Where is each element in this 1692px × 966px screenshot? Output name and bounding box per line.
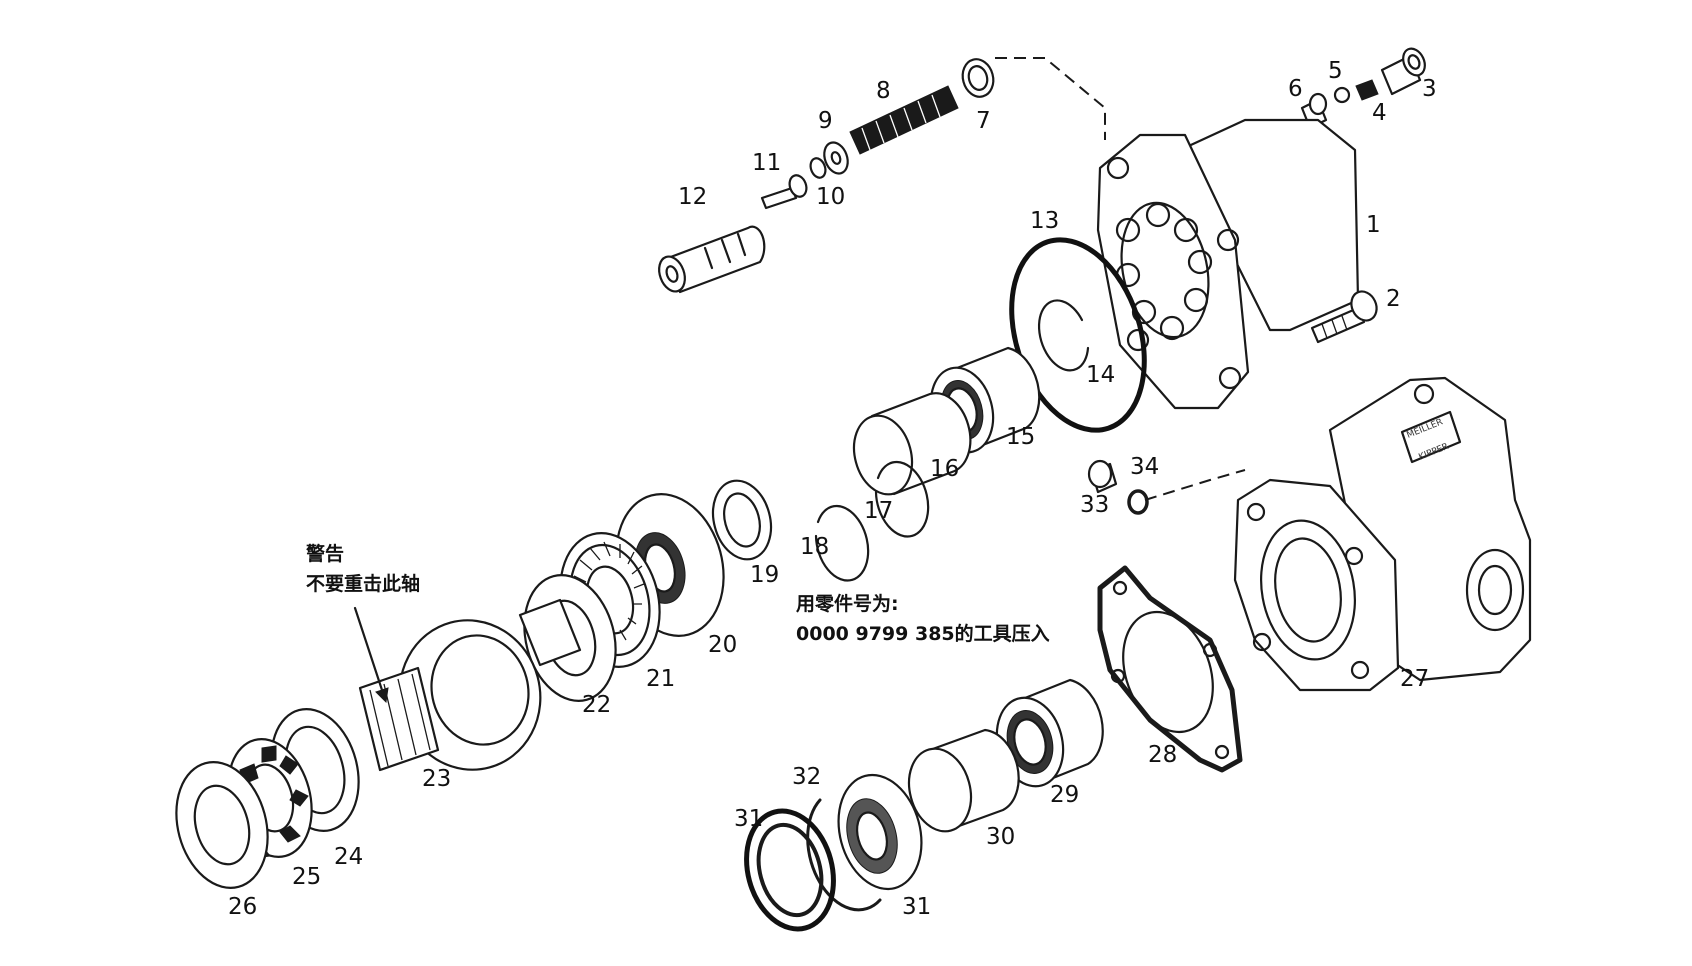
- label-part-13: 13: [1030, 208, 1059, 234]
- label-part-32: 32: [792, 764, 821, 790]
- label-part-18: 18: [800, 534, 829, 560]
- part-26-thrust-washer: [175, 761, 269, 889]
- warning-text: 不要重击此轴: [306, 572, 420, 595]
- label-part-3: 3: [1422, 76, 1437, 102]
- label-part-31-upper: 31: [734, 806, 763, 832]
- label-part-19: 19: [750, 562, 779, 588]
- label-part-24: 24: [334, 844, 363, 870]
- label-part-21: 21: [646, 666, 675, 692]
- label-part-5: 5: [1328, 58, 1343, 84]
- label-part-7: 7: [976, 108, 991, 134]
- part-9-washer: [823, 141, 849, 175]
- label-part-27: 27: [1400, 666, 1429, 692]
- label-part-31-lower: 31: [902, 894, 931, 920]
- part-3-connector: [1380, 47, 1426, 96]
- part-19-spacer: [711, 479, 773, 561]
- tool-note-line1: 用零件号为:: [796, 592, 899, 615]
- part-5-ball: [1333, 86, 1351, 104]
- part-27-pump-housing: MEILLER KIPPER: [1233, 376, 1532, 692]
- part-11-pin: [760, 174, 808, 210]
- part-1-end-cover: [1096, 118, 1360, 410]
- label-part-26: 26: [228, 894, 257, 920]
- part-7-seal-ring: [961, 58, 995, 98]
- part-4-spring: [1355, 79, 1379, 101]
- label-part-10: 10: [816, 184, 845, 210]
- part-30-sleeve: [907, 728, 1020, 833]
- part-17-snap-ring: [874, 460, 930, 538]
- tool-note-line2: 0000 9799 385的工具压入: [796, 622, 1050, 645]
- label-part-11: 11: [752, 150, 781, 176]
- part-14-circlip: [1037, 299, 1090, 372]
- label-part-33: 33: [1080, 492, 1109, 518]
- guide-line-right: [1144, 469, 1246, 501]
- label-part-9: 9: [818, 108, 833, 134]
- label-part-2: 2: [1386, 286, 1401, 312]
- warning-title: 警告: [306, 542, 344, 565]
- part-number-labels: 1 2 3 4 5 6 7 8 9 10 11 12 13 14 15 16 1…: [228, 58, 1437, 920]
- label-part-1: 1: [1366, 212, 1381, 238]
- label-part-14: 14: [1086, 362, 1115, 388]
- label-part-28: 28: [1148, 742, 1177, 768]
- label-part-20: 20: [708, 632, 737, 658]
- warning-arrow: [353, 606, 384, 692]
- warning-arrowhead: [375, 687, 389, 704]
- label-part-12: 12: [678, 184, 707, 210]
- part-8-spring: [849, 85, 959, 155]
- label-part-16: 16: [930, 456, 959, 482]
- part-10-nut: [809, 157, 827, 179]
- label-part-17: 17: [864, 498, 893, 524]
- part-33-bolt: [1087, 459, 1118, 494]
- part-12-valve-spool: [658, 225, 766, 294]
- part-28-gasket: [1097, 565, 1243, 773]
- part-16-sleeve: [852, 392, 972, 496]
- part-18-snap-ring: [814, 504, 870, 582]
- part-2-bolt: [1310, 290, 1378, 344]
- label-part-23: 23: [422, 766, 451, 792]
- label-part-29: 29: [1050, 782, 1079, 808]
- label-part-30: 30: [986, 824, 1015, 850]
- part-31-seal-inner: [837, 773, 923, 891]
- part-23-drive-shaft: [358, 598, 582, 772]
- part-31-shaft-seal: [744, 808, 836, 932]
- label-part-22: 22: [582, 692, 611, 718]
- label-part-25: 25: [292, 864, 321, 890]
- label-part-15: 15: [1006, 424, 1035, 450]
- part-34-washer: [1127, 489, 1149, 515]
- label-part-4: 4: [1372, 100, 1387, 126]
- label-part-6: 6: [1288, 76, 1303, 102]
- label-part-8: 8: [876, 78, 891, 104]
- guide-line-top: [995, 57, 1106, 140]
- label-part-34: 34: [1130, 454, 1159, 480]
